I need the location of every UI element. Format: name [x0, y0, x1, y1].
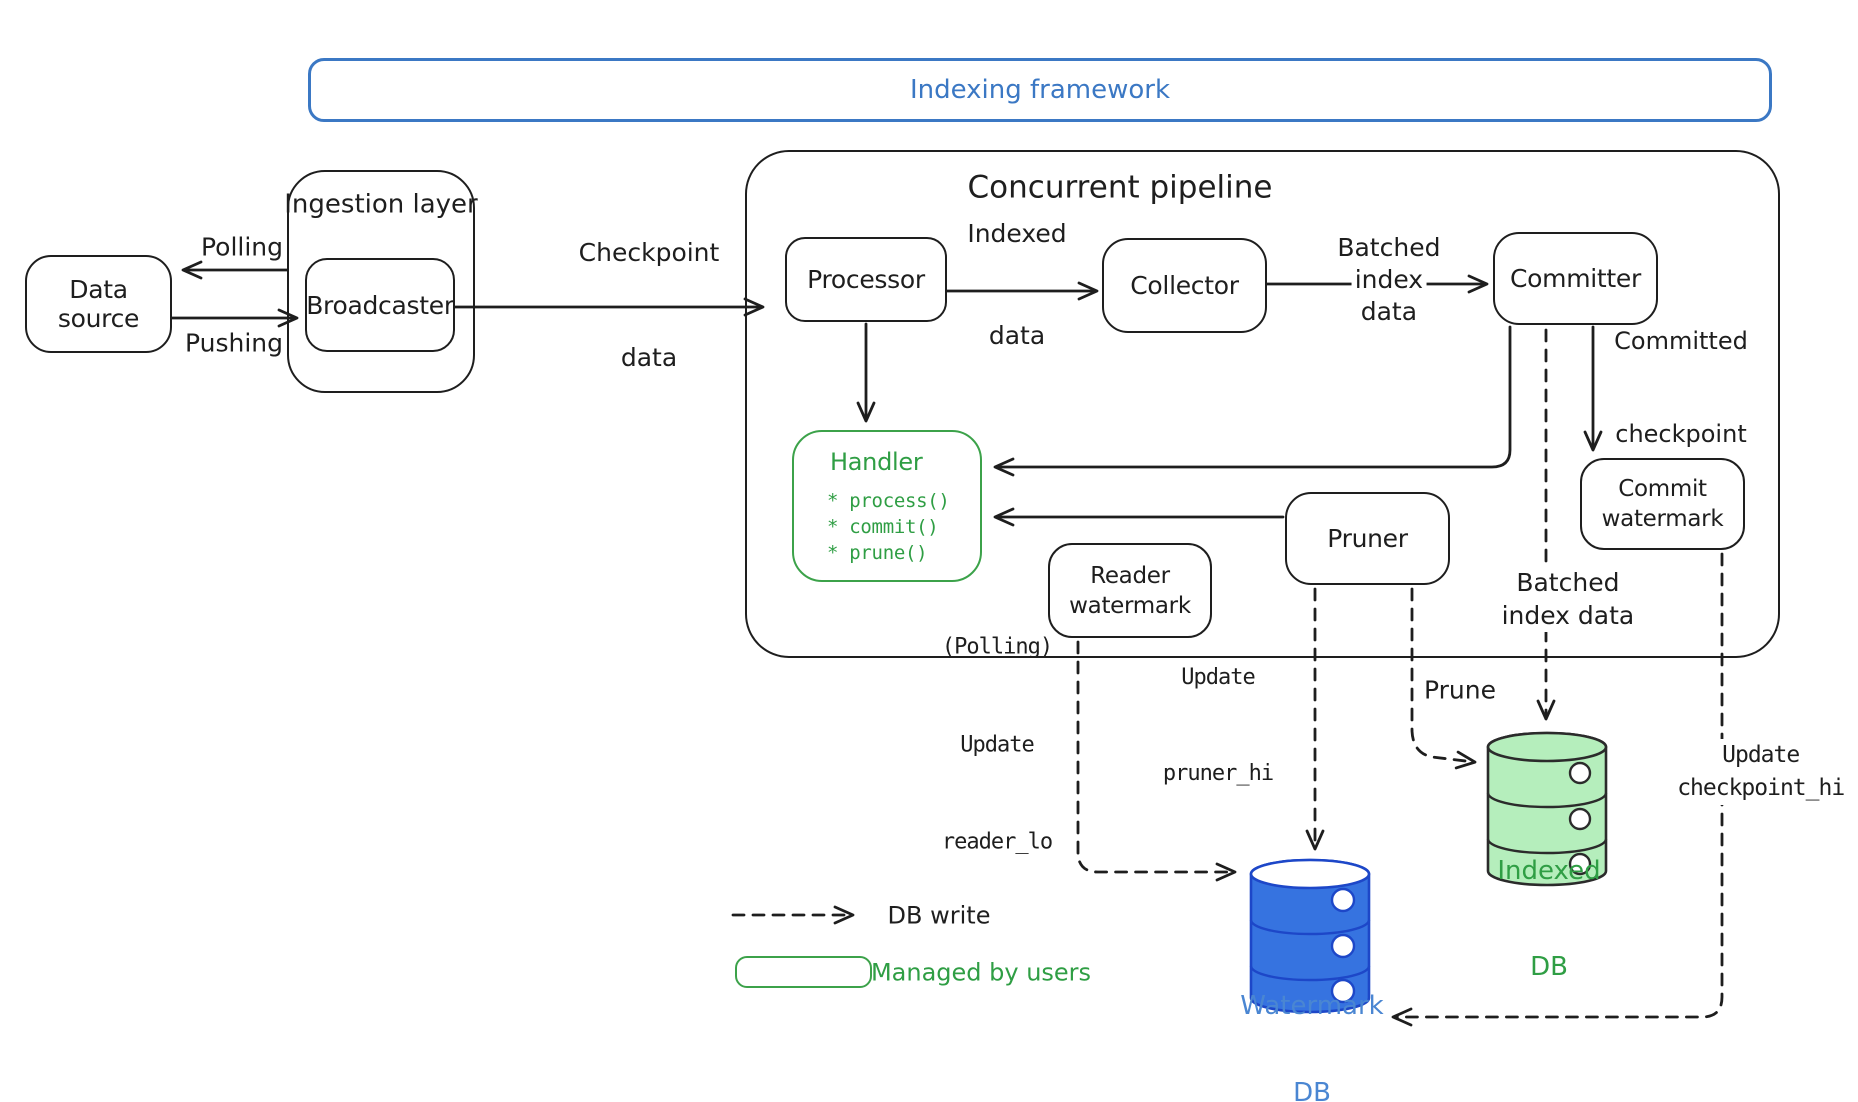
committer-to-handler-arrow [993, 325, 1512, 477]
committed-checkpoint-label: Committed checkpoint [1614, 327, 1748, 448]
handler-title: Handler [830, 448, 923, 476]
prune-label: Prune [1424, 675, 1496, 705]
watermark-db-icon [1249, 858, 1371, 1014]
indexed-data-label: Indexed data [967, 219, 1067, 350]
legend-managed-box [735, 956, 872, 988]
batched-index-data-bottom-label: Batched index data [1467, 533, 1638, 665]
reader-watermark-db-write [1076, 640, 1237, 882]
update-checkpoint-hi-label: Update checkpoint_hi [1623, 706, 1848, 838]
indexing-framework-box: Indexing framework [308, 58, 1772, 122]
data-source-node: Data source [25, 255, 172, 353]
processor-node: Processor [785, 237, 947, 322]
collector-node: Collector [1102, 238, 1267, 333]
concurrent-pipeline-title: Concurrent pipeline [967, 169, 1273, 206]
legend-managed-label: Managed by users [870, 958, 1092, 987]
indexed-db-icon [1486, 731, 1608, 887]
pruner-node: Pruner [1285, 492, 1450, 585]
prune-db-write [1410, 587, 1477, 770]
watermark-db-label: Watermark DB [1240, 991, 1384, 1102]
legend-db-write-label: DB write [887, 901, 991, 930]
handler-methods: * process() * commit() * prune() [827, 490, 950, 564]
polling-update-reader-lo-label: (Polling) Update reader_lo [941, 634, 1053, 855]
ingestion-layer-label: Ingestion layer [284, 189, 478, 220]
checkpoint-data-label: Checkpoint data [578, 238, 720, 372]
handler-node: Handler * process() * commit() * prune() [792, 430, 982, 582]
broadcaster-node: Broadcaster [305, 258, 455, 352]
polling-label: Polling [200, 232, 284, 262]
commit-watermark-db-write [1391, 552, 1724, 1027]
update-pruner-hi-label: Update pruner_hi [1162, 665, 1274, 786]
committer-node: Committer [1493, 232, 1658, 325]
indexing-framework-title: Indexing framework [909, 75, 1171, 105]
commit-watermark-node: Commit watermark [1580, 458, 1745, 550]
batched-index-data-top-label: Batched index data [1303, 200, 1444, 360]
reader-watermark-node: Reader watermark [1048, 543, 1212, 638]
pushing-label: Pushing [184, 328, 284, 358]
indexed-db-label: Indexed DB [1497, 856, 1601, 982]
